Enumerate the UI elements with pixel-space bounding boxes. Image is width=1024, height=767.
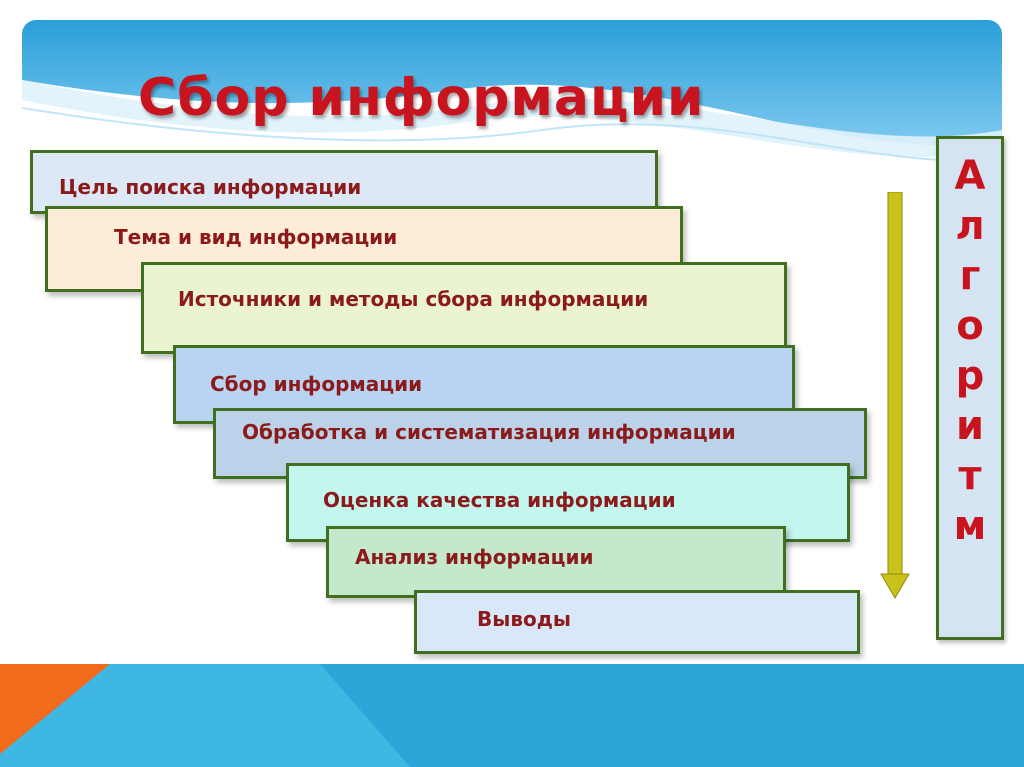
algorithm-letter: л [955, 203, 985, 249]
algorithm-letter: т [958, 453, 982, 499]
step-8-box: Выводы [414, 590, 860, 654]
algorithm-letter: о [956, 303, 984, 349]
algorithm-letter: А [954, 153, 986, 199]
step-8-label: Выводы [477, 607, 571, 631]
algorithm-letter: г [959, 253, 981, 299]
algorithm-letter: м [953, 503, 987, 549]
step-1-label: Цель поиска информации [59, 175, 362, 199]
step-7-label: Анализ информации [355, 545, 594, 569]
step-3-box: Источники и методы сбора информации [141, 262, 787, 354]
step-2-label: Тема и вид информации [114, 225, 398, 249]
step-6-label: Оценка качества информации [323, 488, 676, 512]
algorithm-letter: р [955, 353, 985, 399]
step-3-label: Источники и методы сбора информации [178, 287, 649, 311]
slide-title: Сбор информации [138, 68, 705, 128]
algorithm-vertical-label: А л г о р и т м [936, 136, 1004, 640]
step-1-box: Цель поиска информации [30, 150, 658, 214]
step-5-label: Обработка и систематизация информации [242, 420, 736, 444]
algorithm-letter: и [955, 403, 985, 449]
down-arrow-icon [880, 192, 910, 599]
step-7-box: Анализ информации [326, 526, 786, 598]
footer-decoration [0, 664, 1024, 767]
step-4-label: Сбор информации [210, 372, 423, 396]
